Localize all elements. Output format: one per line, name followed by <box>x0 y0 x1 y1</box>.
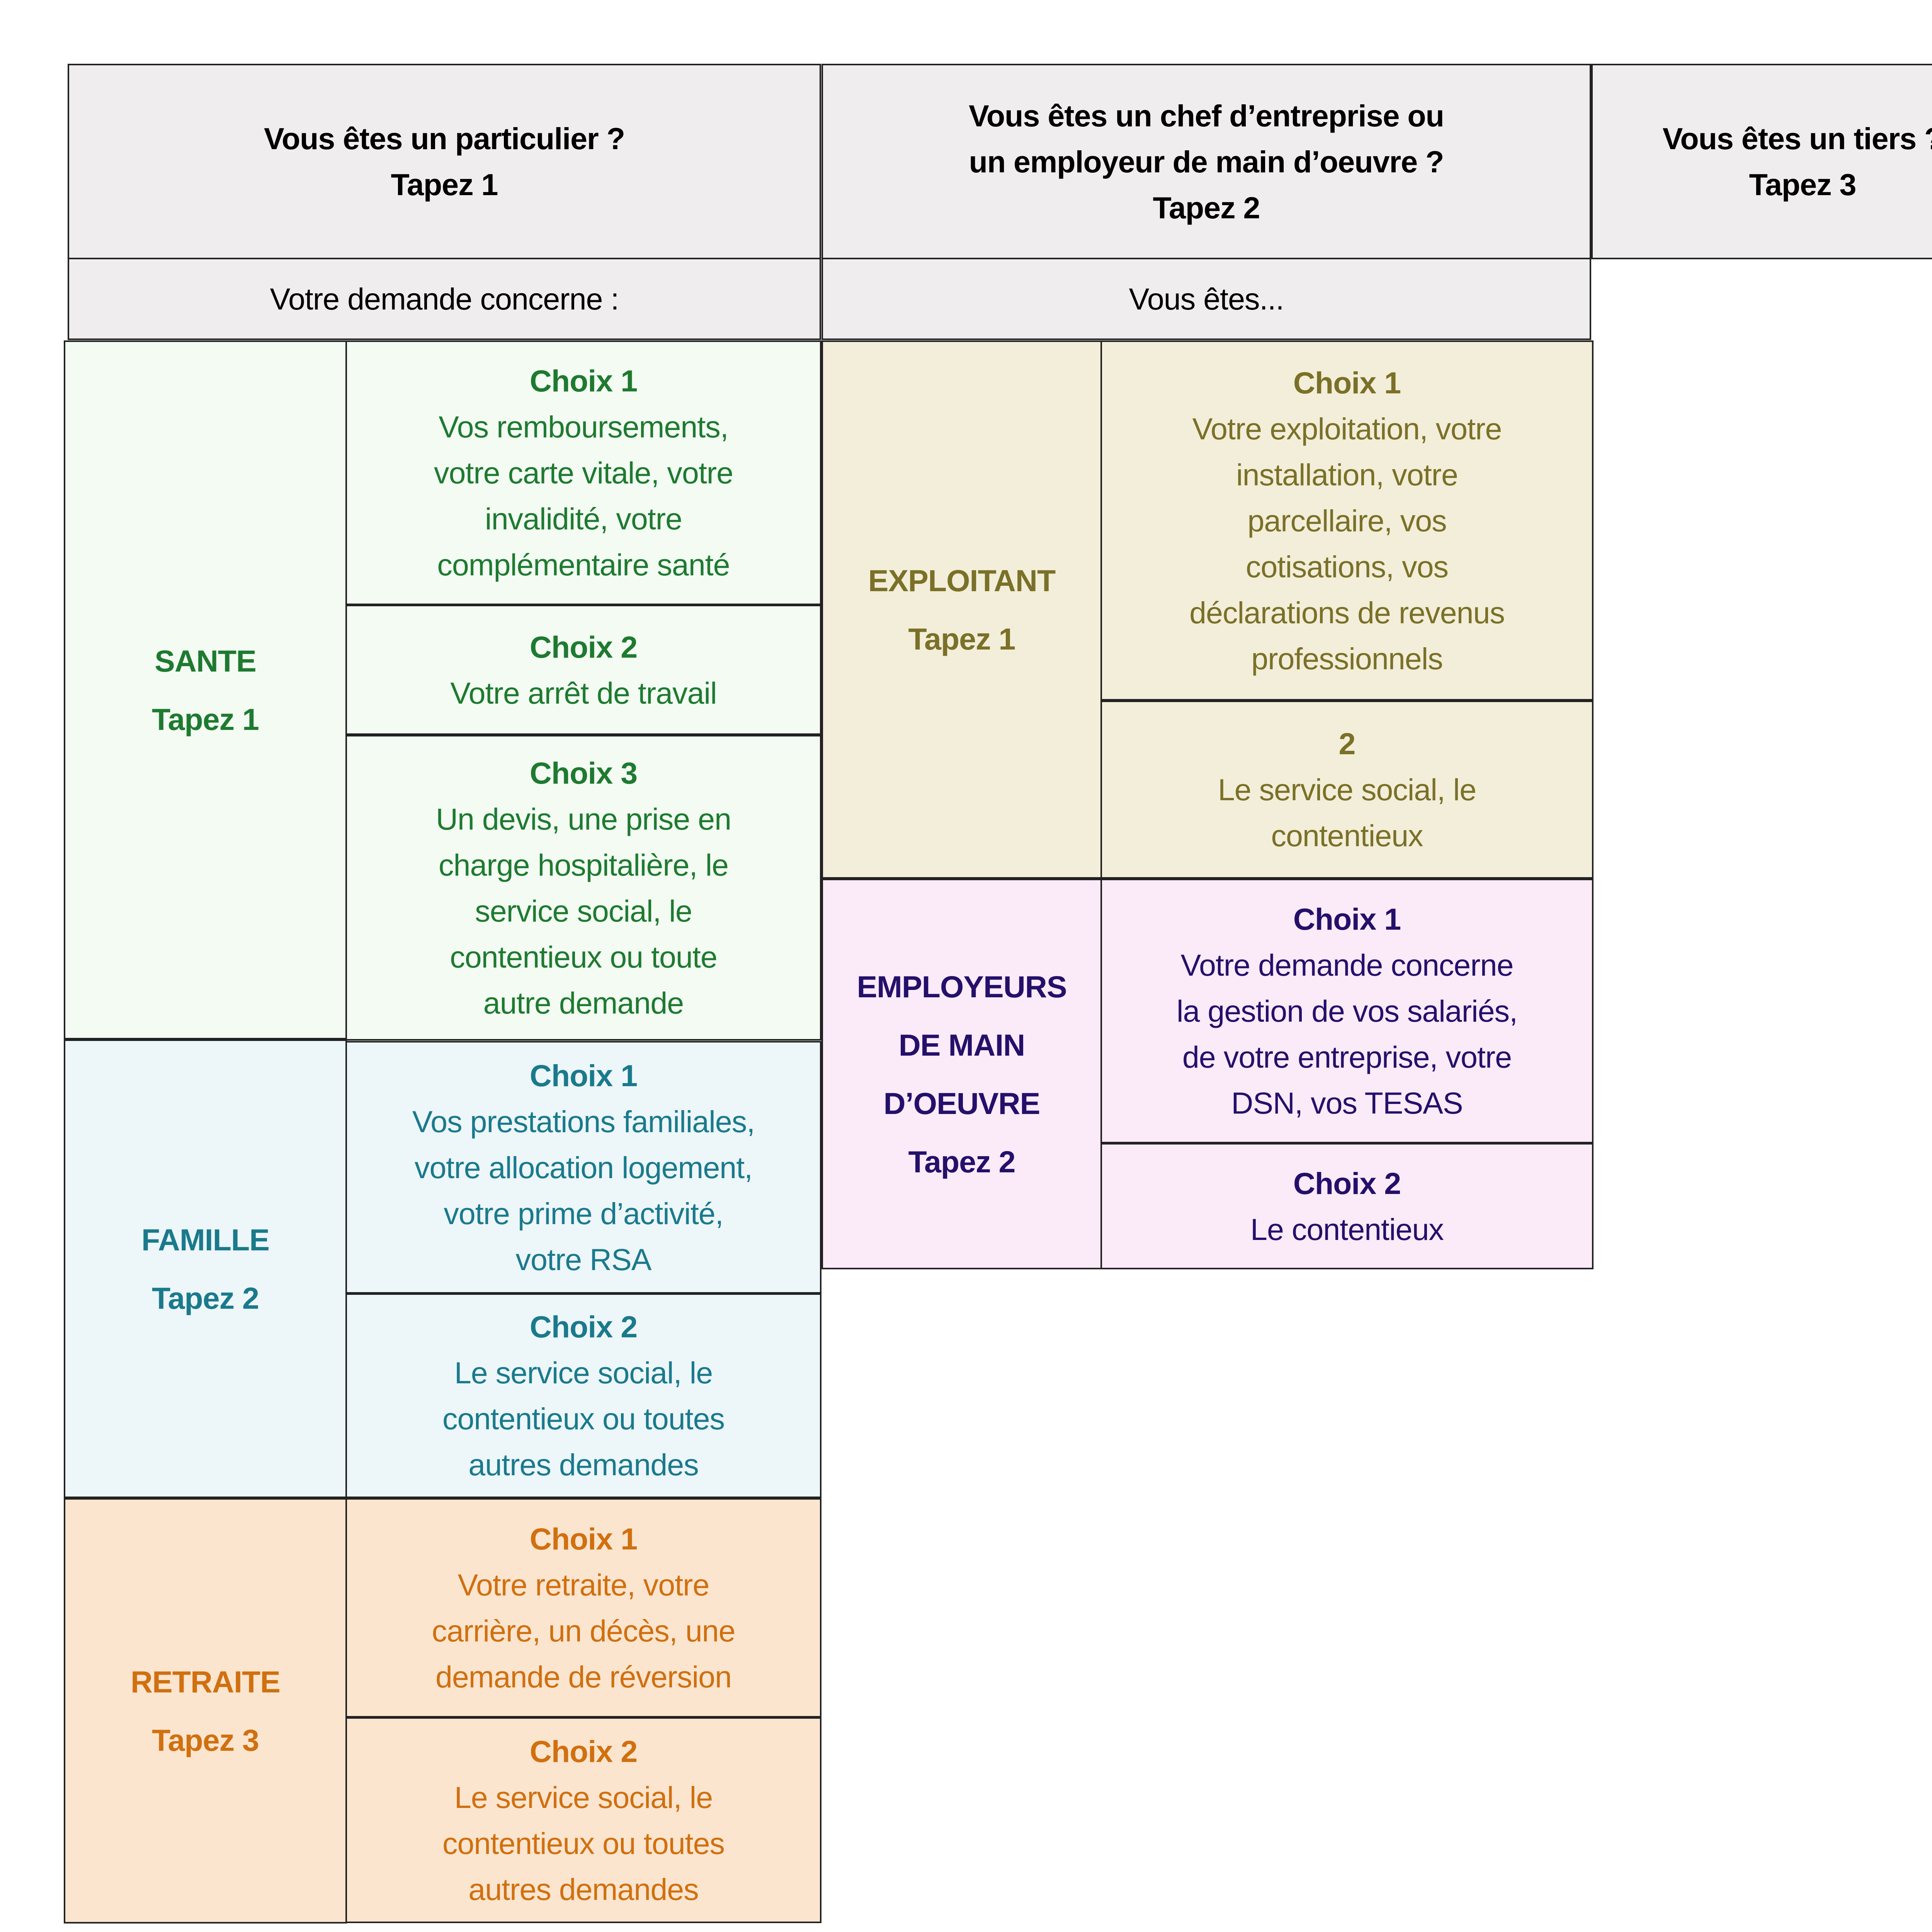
choice-sante-3-line: Un devis, une prise en <box>435 801 731 836</box>
choice-sante-1-line: invalidité, votre <box>485 502 682 536</box>
choice-retraite-2-line: autres demandes <box>468 1872 699 1906</box>
choice-employ-2-line: Le contentieux <box>1250 1212 1444 1247</box>
category-sante: SANTE Tapez 1 <box>64 340 347 1039</box>
choice-employ-1-line: Votre demande concerne <box>1180 948 1514 982</box>
choice-sante-3-line: service social, le <box>475 893 692 928</box>
category-famille-line: FAMILLE <box>141 1222 270 1257</box>
category-retraite-line: Tapez 3 <box>152 1723 259 1757</box>
category-exploit-line: EXPLOITANT <box>868 563 1056 598</box>
choice-famille-1-line: votre prime d’activité, <box>444 1196 723 1231</box>
header-option-2: Vous êtes un chef d’entreprise ou un empl… <box>821 64 1591 259</box>
choice-exploit-1: Choix 1 Votre exploitation, votre installa… <box>1100 340 1594 701</box>
choice-famille-1-line: votre allocation logement, <box>414 1150 753 1185</box>
choice-sante-3-line: Choix 3 <box>529 755 638 790</box>
choice-exploit-1-line: déclarations de revenus <box>1189 595 1505 630</box>
choice-retraite-2-line: contentieux ou toutes <box>442 1826 725 1861</box>
choice-sante-1-line: Choix 1 <box>529 364 638 398</box>
category-exploit-line: Tapez 1 <box>908 621 1016 656</box>
choice-sante-3: Choix 3 Un devis, une prise en charge hosp… <box>345 735 821 1041</box>
choice-famille-2: Choix 2 Le service social, le contentieux … <box>345 1293 821 1498</box>
subheader-entreprise-line: Vous êtes... <box>1129 282 1284 316</box>
category-retraite: RETRAITE Tapez 3 <box>64 1498 347 1923</box>
choice-employ-1-line: la gestion de vos salariés, <box>1176 994 1518 1028</box>
category-employ-line: DE MAIN <box>898 1027 1026 1062</box>
subheader-particulier-line: Votre demande concerne : <box>270 282 619 316</box>
choice-retraite-2-line: Le service social, le <box>454 1780 713 1815</box>
choice-retraite-1-line: Choix 1 <box>529 1522 638 1556</box>
category-employ-line: Tapez 2 <box>908 1144 1016 1179</box>
header-option-2-line: Vous êtes un chef d’entreprise ou <box>969 98 1444 133</box>
choice-employ-1-line: Choix 1 <box>1293 902 1401 936</box>
choice-famille-2-line: Choix 2 <box>529 1310 638 1344</box>
choice-sante-1-line: complémentaire santé <box>437 548 730 582</box>
header-option-3: Vous êtes un tiers ? Tapez 3 <box>1591 64 1932 259</box>
header-option-1-line: Tapez 1 <box>391 167 498 202</box>
category-famille: FAMILLE Tapez 2 <box>64 1039 347 1498</box>
choice-retraite-1-line: Votre retraite, votre <box>457 1568 710 1602</box>
choice-sante-1: Choix 1 Vos remboursements, votre carte vi… <box>345 340 821 605</box>
category-retraite-line: RETRAITE <box>131 1664 281 1699</box>
choice-exploit-2-line: contentieux <box>1271 818 1423 853</box>
choice-sante-2-line: Choix 2 <box>529 629 638 664</box>
choice-famille-1-line: Vos prestations familiales, <box>412 1104 755 1139</box>
header-option-1-line: Vous êtes un particulier ? <box>264 121 625 156</box>
choice-sante-1-line: votre carte vitale, votre <box>434 456 733 490</box>
header-option-1: Vous êtes un particulier ? Tapez 1 <box>68 64 821 259</box>
header-option-3-line: Tapez 3 <box>1749 167 1857 202</box>
choice-employ-1: Choix 1 Votre demande concerne la gestion … <box>1100 879 1594 1143</box>
choice-famille-1: Choix 1 Vos prestations familiales, votre … <box>345 1041 821 1294</box>
header-option-3-line: Vous êtes un tiers ? <box>1662 121 1932 156</box>
category-sante-line: Tapez 1 <box>152 702 259 736</box>
choice-employ-1-line: DSN, vos TESAS <box>1231 1086 1463 1120</box>
choice-retraite-2: Choix 2 Le service social, le contentieux … <box>345 1717 821 1923</box>
choice-retraite-2-line: Choix 2 <box>529 1734 638 1769</box>
choice-employ-1-line: de votre entreprise, votre <box>1182 1040 1512 1074</box>
choice-sante-3-line: charge hospitalière, le <box>439 847 729 882</box>
category-employ-line: D’OEUVRE <box>883 1086 1041 1121</box>
header-option-2-line: Tapez 2 <box>1153 190 1260 225</box>
header-option-2-line: un employeur de main d’oeuvre ? <box>969 144 1444 179</box>
choice-exploit-2: 2 Le service social, le contentieux <box>1100 701 1594 879</box>
choice-exploit-1-line: professionnels <box>1251 641 1443 676</box>
choice-sante-2: Choix 2 Votre arrêt de travail <box>345 605 821 735</box>
choice-sante-3-line: autre demande <box>483 985 684 1020</box>
choice-exploit-1-line: Votre exploitation, votre <box>1192 411 1502 446</box>
choice-exploit-2-line: 2 <box>1338 726 1356 761</box>
choice-exploit-2-line: Le service social, le <box>1218 772 1476 807</box>
choice-employ-2-line: Choix 2 <box>1293 1166 1401 1201</box>
choice-famille-2-line: Le service social, le <box>454 1355 713 1390</box>
subheader-particulier: Votre demande concerne : <box>68 258 821 340</box>
choice-retraite-1: Choix 1 Votre retraite, votre carrière, un… <box>345 1498 821 1718</box>
choice-exploit-1-line: installation, votre <box>1236 457 1458 492</box>
category-sante-line: SANTE <box>155 643 257 678</box>
category-employ-line: EMPLOYEURS <box>857 969 1067 1004</box>
category-employ: EMPLOYEURS DE MAIN D’OEUVRE Tapez 2 <box>821 879 1102 1269</box>
choice-famille-1-line: Choix 1 <box>529 1058 638 1093</box>
choice-sante-2-line: Votre arrêt de travail <box>450 675 717 710</box>
category-exploit: EXPLOITANT Tapez 1 <box>821 340 1102 879</box>
choice-famille-1-line: votre RSA <box>515 1242 651 1277</box>
choice-famille-2-line: contentieux ou toutes <box>442 1401 725 1436</box>
choice-exploit-1-line: parcellaire, vos <box>1247 503 1447 538</box>
choice-exploit-1-line: Choix 1 <box>1293 365 1401 400</box>
choice-famille-2-line: autres demandes <box>468 1447 699 1482</box>
choice-employ-2: Choix 2 Le contentieux <box>1100 1143 1594 1269</box>
choice-sante-3-line: contentieux ou toute <box>450 939 718 974</box>
choice-exploit-1-line: cotisations, vos <box>1245 549 1449 584</box>
choice-sante-1-line: Vos remboursements, <box>439 410 728 444</box>
subheader-entreprise: Vous êtes... <box>821 258 1591 340</box>
choice-retraite-1-line: carrière, un décès, une <box>432 1614 735 1648</box>
choice-retraite-1-line: demande de réversion <box>435 1660 732 1694</box>
category-famille-line: Tapez 2 <box>152 1281 259 1315</box>
